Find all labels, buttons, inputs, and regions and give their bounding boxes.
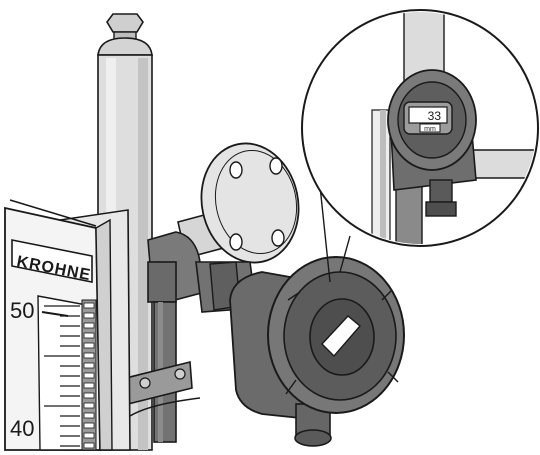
transmitter-housing	[229, 256, 405, 447]
scale-ladder-step	[83, 342, 95, 349]
scale-ladder-step	[83, 442, 95, 449]
scale-ladder-step	[83, 422, 95, 429]
scale-ladder-step	[83, 362, 95, 369]
chamber-cap-nut	[106, 13, 144, 33]
scale-ladder-step	[83, 322, 95, 329]
scale-ladder-step	[83, 302, 95, 309]
brand-plate	[11, 239, 93, 283]
lcd-reading: 33	[428, 109, 442, 123]
scale-ladder-step	[83, 432, 95, 439]
lcd-display	[408, 106, 448, 124]
scale-ladder-step	[83, 352, 95, 359]
scale-label-40: 40	[10, 416, 34, 441]
detail-callout: 33 mm	[301, 9, 539, 283]
scale-bracket: KROHNE 50 40	[4, 199, 131, 451]
scale-ladder-step	[83, 332, 95, 339]
scale-label-50: 50	[10, 298, 34, 323]
scale-ladder-step	[83, 392, 95, 399]
scale-ladder-step	[83, 402, 95, 409]
scale-ladder-step	[83, 382, 95, 389]
scale-ladder-step	[83, 412, 95, 419]
lcd-unit: mm	[424, 126, 436, 133]
scale-ladder-step	[83, 372, 95, 379]
display-window-glass	[321, 315, 361, 358]
scale-ticks	[44, 302, 95, 449]
scale-ladder-step	[83, 312, 95, 319]
